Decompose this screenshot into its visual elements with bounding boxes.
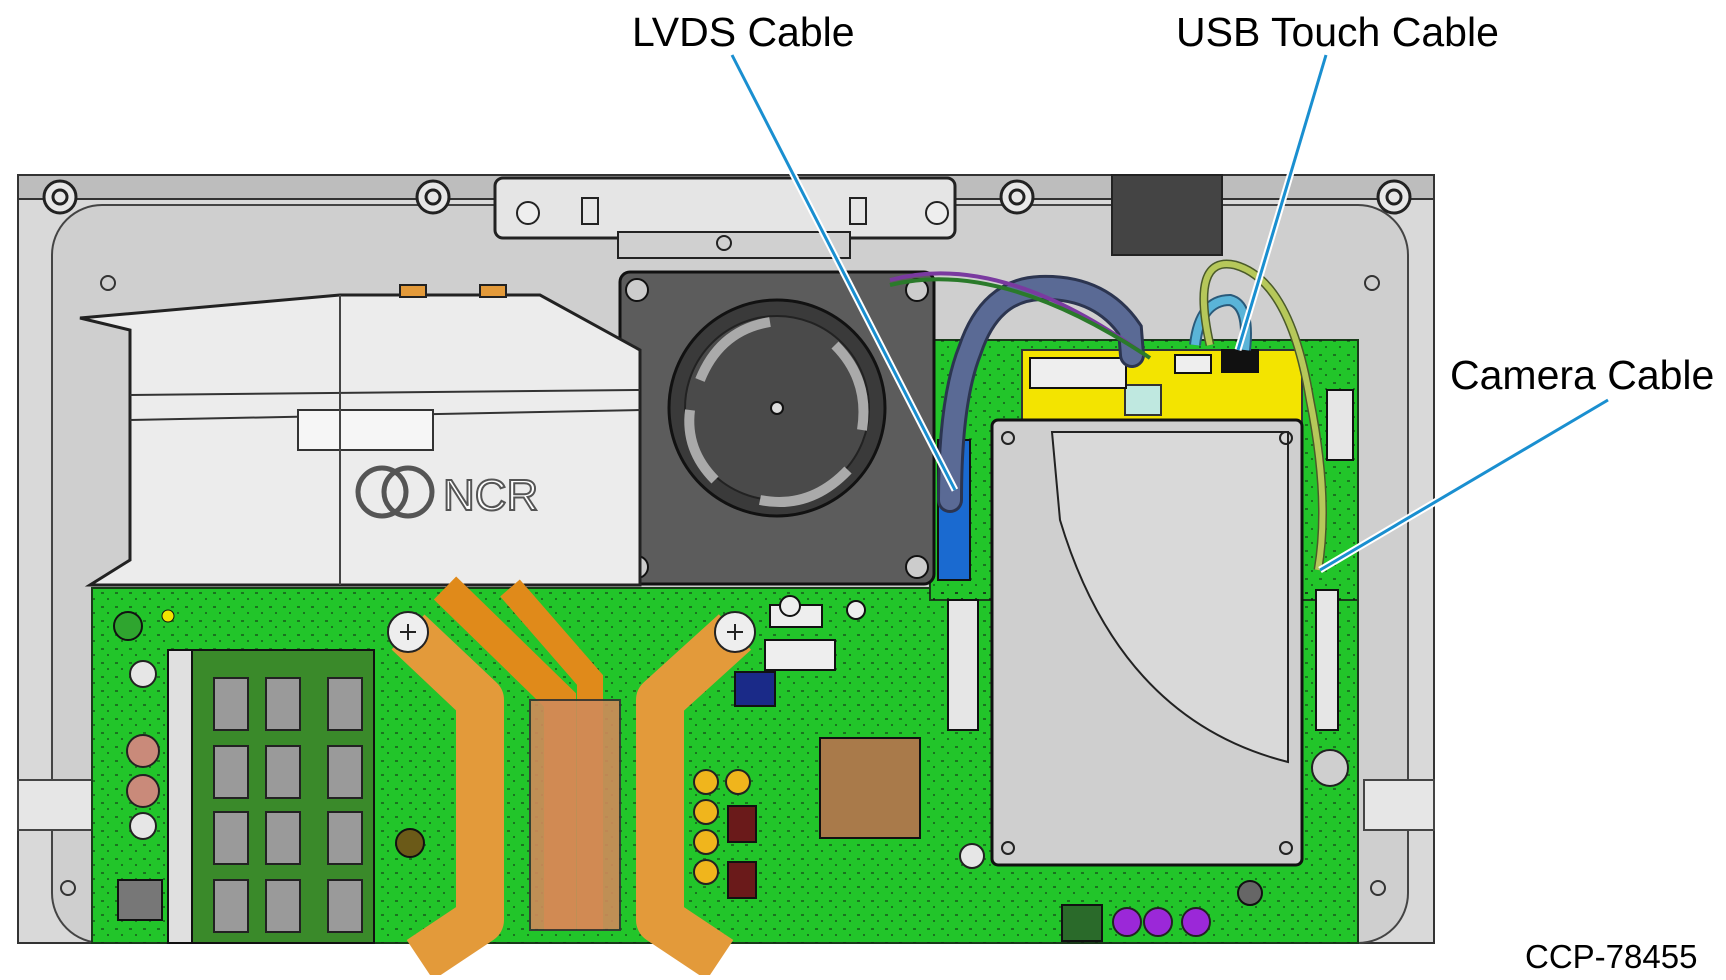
hard-drive: [990, 418, 1304, 867]
cooling-fan: [618, 270, 936, 586]
ncr-logo-icon: NCR: [355, 465, 539, 521]
left-board-components: [113, 609, 425, 921]
camera-cable-label: Camera Cable: [1450, 352, 1715, 398]
figure-id: CCP-78455: [1525, 938, 1698, 975]
usb-touch-cable-label: USB Touch Cable: [1176, 9, 1499, 55]
screw-icon: [999, 179, 1035, 215]
ram-module: [167, 649, 375, 944]
center-board-components: [693, 595, 985, 899]
screw-icon: [1376, 179, 1412, 215]
air-duct-shroud: NCR: [79, 284, 642, 587]
right-board-components: [1061, 389, 1354, 942]
ncr-logo-text: NCR: [443, 471, 538, 520]
top-bracket: [493, 176, 957, 259]
lvds-cable-label: LVDS Cable: [632, 9, 855, 55]
leader-lines: [728, 53, 1610, 574]
heatpipe-assembly: [387, 576, 756, 980]
screw-icon: [415, 179, 451, 215]
screw-icon: [42, 179, 78, 215]
connector-block: [1029, 349, 1259, 389]
